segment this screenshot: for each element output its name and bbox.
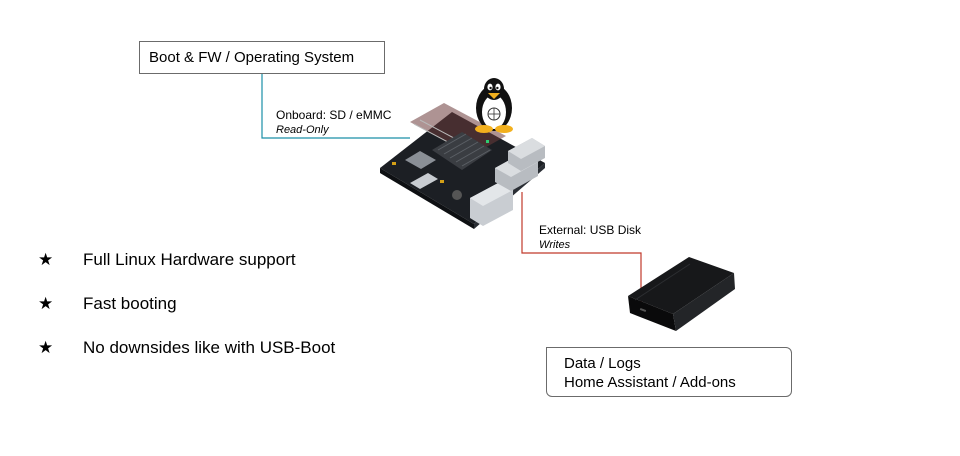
feature-item: ★ Full Linux Hardware support <box>38 249 343 271</box>
os-storage-title: Boot & FW / Operating System <box>149 49 355 66</box>
data-storage-line-1: Data / Logs <box>564 355 641 372</box>
feature-text: Fast booting <box>83 294 177 313</box>
external-label-text: External: USB Disk <box>539 223 642 237</box>
feature-text: Full Linux Hardware support <box>83 250 296 269</box>
external-connector-line <box>521 192 642 316</box>
feature-text: No downsides like with USB-Boot <box>83 338 336 357</box>
onboard-label-text: Onboard: SD / eMMC <box>276 108 392 122</box>
external-label-sub: Writes <box>539 239 571 251</box>
star-icon: ★ <box>38 294 54 313</box>
feature-item: ★ No downsides like with USB-Boot <box>38 337 343 359</box>
feature-list: ★ Full Linux Hardware support ★ Fast boo… <box>38 249 343 381</box>
os-storage-box: Boot & FW / Operating System <box>139 41 385 74</box>
feature-item: ★ Fast booting <box>38 293 343 315</box>
data-storage-line-2: Home Assistant / Add-ons <box>564 374 736 391</box>
star-icon: ★ <box>38 250 54 269</box>
onboard-label-sub: Read-Only <box>276 124 329 136</box>
external-label: External: USB Disk Writes <box>539 223 641 253</box>
data-storage-box: Data / Logs Home Assistant / Add-ons <box>546 347 792 397</box>
onboard-connector-line <box>261 74 410 139</box>
star-icon: ★ <box>38 338 54 357</box>
onboard-label: Onboard: SD / eMMC Read-Only <box>276 108 391 138</box>
